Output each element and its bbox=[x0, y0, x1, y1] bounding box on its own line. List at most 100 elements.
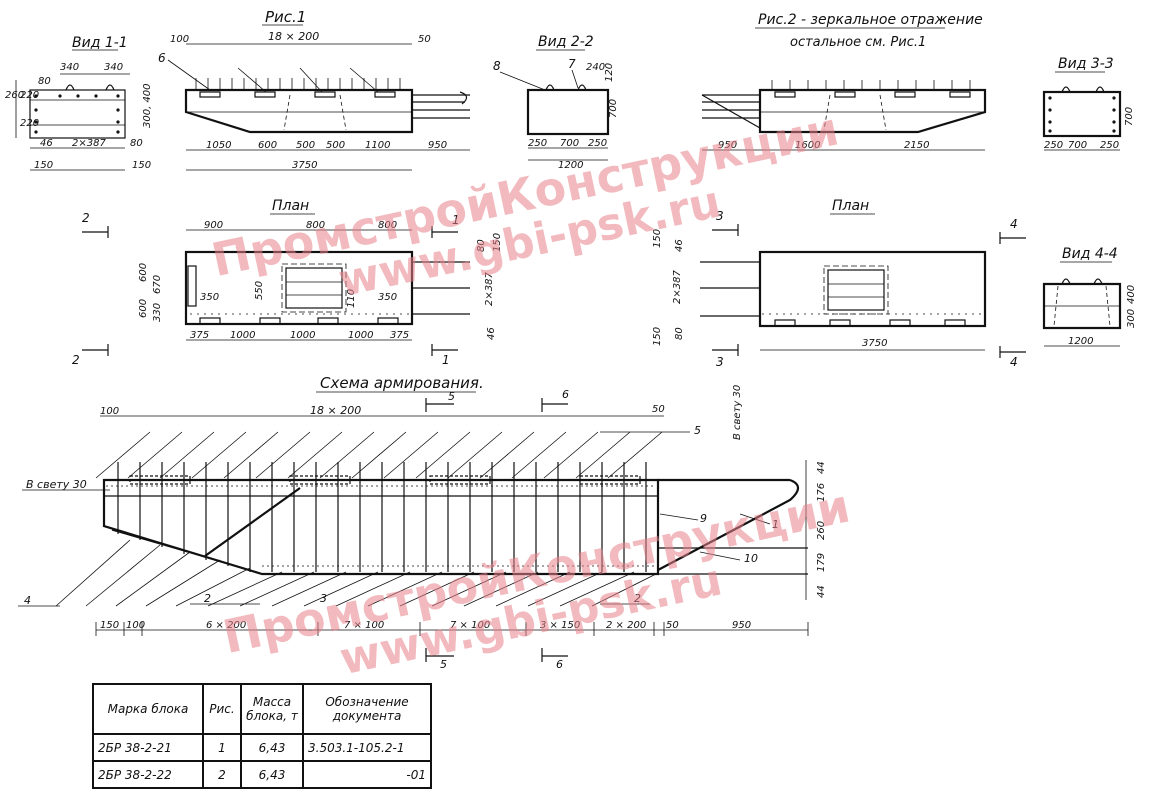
dim-s-7x100b: 7 × 100 bbox=[450, 620, 490, 631]
position-10: 10 bbox=[744, 552, 758, 565]
dim-v11-2x387: 2×387 bbox=[72, 138, 106, 149]
dim-v22-120: 120 bbox=[604, 63, 615, 82]
section-2-bot: 2 bbox=[72, 353, 80, 367]
section-5-bot: 5 bbox=[440, 658, 447, 671]
dim-p1-550: 550 bbox=[254, 281, 265, 300]
figure-2: Рис.2 - зеркальное отражение остальное с… bbox=[701, 12, 987, 151]
dim-v11-340b: 340 bbox=[104, 62, 123, 73]
title-scheme: Схема армирования. bbox=[320, 374, 484, 392]
title-view-3-3: Вид 3-3 bbox=[1058, 56, 1114, 72]
dim-r1-1100: 1100 bbox=[365, 140, 390, 151]
title-plan-2: План bbox=[832, 198, 869, 214]
section-3-top: 3 bbox=[716, 209, 724, 223]
header-doc: Обозначение документа bbox=[302, 683, 432, 735]
title-plan-1: План bbox=[272, 198, 309, 214]
dim-p1-1000b: 1000 bbox=[290, 330, 315, 341]
dim-v11-260: 260 bbox=[5, 90, 24, 101]
dim-p1-800a: 800 bbox=[306, 220, 325, 231]
dim-r1-18x200: 18 × 200 bbox=[268, 30, 319, 43]
view-1-1: Вид 1-1 340 340 260 220 80 220 46 2×387 … bbox=[5, 35, 151, 171]
position-3: 3 bbox=[320, 592, 327, 605]
dim-p1-600b: 600 bbox=[138, 299, 149, 318]
dim-v22-1200: 1200 bbox=[558, 160, 583, 171]
dim-p1-46: 46 bbox=[486, 327, 497, 340]
dim-v22-240: 240 bbox=[586, 62, 605, 73]
dim-s-179: 179 bbox=[816, 553, 827, 572]
dim-p2-80: 80 bbox=[674, 327, 685, 340]
figure-1: Рис.1 100 18 × 200 50 6 300, 400 bbox=[142, 8, 470, 171]
dim-p1-110: 110 bbox=[346, 289, 357, 308]
table-row: 2БР 38-2-21 1 6,43 3.503.1-105.2-1 bbox=[92, 733, 432, 762]
note-figure-2: остальное см. Рис.1 bbox=[790, 35, 926, 50]
dim-p2-150a: 150 bbox=[652, 229, 663, 248]
reinforcement-scheme: Схема армирования. 5 6 5 6 100 18 × 200 … bbox=[18, 374, 827, 671]
dim-p1-2x387: 2×387 bbox=[484, 272, 495, 306]
label-vsvetu-right: В свету 30 bbox=[732, 385, 743, 440]
dim-s-7x100a: 7 × 100 bbox=[344, 620, 384, 631]
plan-2: План 3 3 4 4 150 46 2×387 80 150 3750 bbox=[652, 198, 1026, 369]
dim-p1-150: 150 bbox=[492, 233, 503, 252]
dim-v33-250b: 250 bbox=[1100, 140, 1119, 151]
dim-s-150: 150 bbox=[100, 620, 119, 631]
mark-6: 6 bbox=[158, 51, 166, 65]
position-5: 5 bbox=[694, 424, 701, 437]
dim-v11-80b: 80 bbox=[130, 138, 143, 149]
dim-p1-1000c: 1000 bbox=[348, 330, 373, 341]
section-6-top: 6 bbox=[562, 388, 569, 401]
dim-v22-700: 700 bbox=[608, 99, 619, 118]
dim-r1-500b: 500 bbox=[326, 140, 345, 151]
dim-s-950: 950 bbox=[732, 620, 751, 631]
label-vsvetu-left: В свету 30 bbox=[26, 478, 87, 491]
watermark: ПромстройКонструкции www.gbi-psk.ru Пром… bbox=[207, 101, 854, 685]
dim-s-44b: 44 bbox=[816, 585, 827, 598]
dim-s-18x200: 18 × 200 bbox=[310, 404, 361, 417]
dim-v44-1200: 1200 bbox=[1068, 336, 1093, 347]
header-mass: Масса блока, т bbox=[240, 683, 304, 735]
dim-s-50b: 50 bbox=[666, 620, 679, 631]
dim-r1-600: 600 bbox=[258, 140, 277, 151]
section-1-bot: 1 bbox=[442, 353, 450, 367]
cell-mark: 2БР 38-2-22 bbox=[92, 760, 204, 789]
view-3-3: Вид 3-3 700 250 700 250 bbox=[1042, 56, 1135, 151]
dim-s-44a: 44 bbox=[816, 461, 827, 474]
dim-v22-250a: 250 bbox=[528, 138, 547, 149]
section-2-top: 2 bbox=[82, 211, 90, 225]
plan-1: План 2 2 1 1 900 800 800 600 670 600 330… bbox=[72, 198, 503, 367]
dim-p1-375a: 375 bbox=[190, 330, 209, 341]
title-view-4-4: Вид 4-4 bbox=[1062, 246, 1118, 262]
section-6-bot: 6 bbox=[556, 658, 563, 671]
mark-8: 8 bbox=[493, 59, 501, 73]
dim-r2-950: 950 bbox=[718, 140, 737, 151]
cell-mark: 2БР 38-2-21 bbox=[92, 733, 204, 762]
dim-s-6x200: 6 × 200 bbox=[206, 620, 246, 631]
dim-r1-50: 50 bbox=[418, 34, 431, 45]
position-1: 1 bbox=[772, 518, 779, 531]
table-header-row: Марка блока Рис. Масса блока, т Обозначе… bbox=[92, 683, 432, 735]
dim-s-3x150: 3 × 150 bbox=[540, 620, 580, 631]
cell-doc: 3.503.1-105.2-1 bbox=[302, 733, 432, 762]
dim-v33-700: 700 bbox=[1124, 107, 1135, 126]
title-figure-1: Рис.1 bbox=[265, 8, 306, 26]
dim-r1-300-400: 300, 400 bbox=[142, 83, 153, 128]
position-2b: 2 bbox=[634, 592, 641, 605]
block-spec-table: Марка блока Рис. Масса блока, т Обозначе… bbox=[92, 683, 432, 789]
title-figure-2: Рис.2 - зеркальное отражение bbox=[758, 12, 983, 28]
cell-doc: -01 bbox=[302, 760, 432, 789]
dim-r2-1600: 1600 bbox=[795, 140, 820, 151]
mark-7: 7 bbox=[568, 57, 576, 71]
dim-p1-80: 80 bbox=[476, 239, 487, 252]
dim-s-100: 100 bbox=[100, 406, 119, 417]
position-9: 9 bbox=[700, 512, 707, 525]
section-5-top: 5 bbox=[448, 390, 455, 403]
dim-p1-670: 670 bbox=[152, 275, 163, 294]
dim-r1-100: 100 bbox=[170, 34, 189, 45]
position-2a: 2 bbox=[204, 592, 211, 605]
dim-p1-800b: 800 bbox=[378, 220, 397, 231]
cell-fig: 1 bbox=[202, 733, 242, 762]
dim-p1-375b: 375 bbox=[390, 330, 409, 341]
dim-v11-340a: 340 bbox=[60, 62, 79, 73]
dim-s-2x200: 2 × 200 bbox=[606, 620, 646, 631]
header-mark: Марка блока bbox=[92, 683, 204, 735]
dim-s-176: 176 bbox=[816, 483, 827, 502]
view-2-2: Вид 2-2 8 7 240 120 700 250 700 250 1200 bbox=[493, 34, 619, 171]
